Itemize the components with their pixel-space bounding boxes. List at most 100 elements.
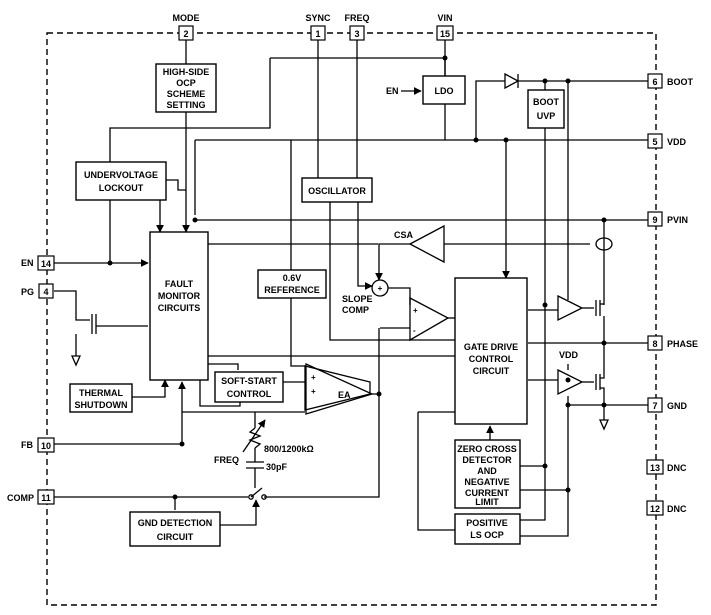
- block-fault-monitor: FAULT MONITOR CIRCUITS: [149, 231, 209, 381]
- pin-fb: FB 10: [21, 437, 55, 453]
- block-undervoltage-lockout: UNDERVOLTAGE LOCKOUT: [75, 161, 167, 201]
- pin-vin-label: VIN: [437, 13, 452, 23]
- pin-dnc-13: 13 DNC: [646, 459, 687, 475]
- block-zero-cross: ZERO CROSS DETECTOR AND NEGATIVE CURRENT…: [454, 439, 521, 509]
- block-ldo: LDO: [422, 75, 466, 105]
- slope-label-2: COMP: [342, 305, 369, 315]
- uvlo-line-1: UNDERVOLTAGE: [84, 170, 158, 180]
- gate-line-1: GATE DRIVE: [464, 342, 518, 352]
- ea-minus: -: [311, 407, 314, 416]
- pin-sync: SYNC 1: [305, 13, 331, 41]
- pin-vdd-label: VDD: [667, 137, 687, 147]
- fault-line-3: CIRCUITS: [158, 303, 201, 313]
- pin-fb-box: [37, 437, 55, 453]
- pin-dnc-12: 12 DNC: [646, 500, 687, 516]
- pin-boot-number: 6: [652, 77, 657, 87]
- pin-dnc12-label: DNC: [667, 504, 687, 514]
- csa-label: CSA: [394, 230, 414, 240]
- pin-pg-label: PG: [21, 287, 34, 297]
- gnddet-line-2: CIRCUIT: [157, 532, 194, 542]
- ref-line-1: 0.6V: [283, 273, 302, 283]
- pin-sync-label: SYNC: [305, 13, 331, 23]
- ldo-en-label: EN: [386, 86, 399, 96]
- pin-comp-label: COMP: [7, 493, 34, 503]
- lsocp-line-2: LS OCP: [470, 530, 504, 540]
- pin-vdd: 5 VDD: [647, 133, 687, 149]
- pin-boot: 6 BOOT: [647, 73, 694, 89]
- zcd-line-2: DETECTOR: [462, 455, 512, 465]
- junction-dots: [107, 55, 607, 500]
- block-oscillator: OSCILLATOR: [301, 177, 373, 203]
- pin-mode-number: 2: [183, 29, 188, 39]
- pin-vin-number: 15: [440, 29, 450, 39]
- zcd-line-1: ZERO CROSS: [457, 444, 517, 454]
- pin-freq-label: FREQ: [344, 13, 369, 23]
- block-reference: 0.6V REFERENCE: [257, 269, 327, 299]
- driver-vdd-label: VDD: [559, 350, 579, 360]
- thermal-line-1: THERMAL: [79, 388, 123, 398]
- block-gnd-detection: GND DETECTION CIRCUIT: [129, 511, 221, 547]
- ocp-line-4: SETTING: [166, 100, 205, 110]
- pin-dnc13-box: [646, 459, 664, 475]
- pin-phase-label: PHASE: [667, 339, 698, 349]
- pin-pg: PG 4: [21, 283, 54, 299]
- pin-freq: FREQ 3: [344, 13, 370, 41]
- resistor-value: 800/1200kΩ: [264, 444, 314, 454]
- block-ls-ocp: POSITIVE LS OCP: [454, 513, 521, 545]
- pin-gnd-label: GND: [667, 401, 688, 411]
- pin-gnd-number: 7: [652, 401, 657, 411]
- gate-line-3: CIRCUIT: [473, 366, 510, 376]
- pin-dnc12-number: 12: [650, 504, 660, 514]
- gnddet-line-1: GND DETECTION: [138, 518, 213, 528]
- pin-vdd-number: 5: [652, 137, 657, 147]
- block-thermal-shutdown: THERMAL SHUTDOWN: [69, 383, 133, 413]
- pin-en: EN 14: [21, 255, 55, 271]
- softstart-line-2: CONTROL: [227, 389, 272, 399]
- ocp-line-3: SCHEME: [167, 89, 206, 99]
- pin-comp-number: 11: [41, 493, 51, 503]
- pin-phase: 8 PHASE: [647, 335, 698, 351]
- pin-fb-number: 10: [41, 441, 51, 451]
- pin-pvin: 9 PVIN: [647, 211, 688, 227]
- ref-line-2: REFERENCE: [264, 285, 320, 295]
- softstart-line-1: SOFT-START: [221, 376, 277, 386]
- summer-plus: +: [378, 284, 383, 293]
- pin-en-number: 14: [41, 259, 51, 269]
- pin-freq-number: 3: [354, 29, 359, 39]
- zcd-line-4: NEGATIVE: [464, 477, 509, 487]
- pin-pvin-box: [647, 211, 663, 227]
- zcd-line-3: AND: [477, 466, 497, 476]
- pin-mode-label: MODE: [173, 13, 200, 23]
- pin-comp: COMP 11: [7, 489, 55, 505]
- zcd-line-6: LIMIT: [475, 497, 499, 507]
- fault-line-1: FAULT: [165, 279, 194, 289]
- pin-pvin-label: PVIN: [667, 215, 688, 225]
- ocp-line-2: OCP: [176, 78, 196, 88]
- pin-sync-number: 1: [315, 29, 320, 39]
- pin-dnc13-label: DNC: [667, 463, 687, 473]
- pin-dnc12-box: [646, 500, 664, 516]
- thermal-line-2: SHUTDOWN: [75, 400, 128, 410]
- pin-boot-label: BOOT: [667, 77, 694, 87]
- ea-plus-1: +: [311, 373, 316, 382]
- oscillator-label: OSCILLATOR: [308, 186, 366, 196]
- ocp-line-1: HIGH-SIDE: [163, 67, 210, 77]
- ea-plus-2: +: [311, 387, 316, 396]
- block-gate-drive: GATE DRIVE CONTROL CIRCUIT: [454, 277, 528, 425]
- pin-en-label: EN: [21, 258, 34, 268]
- wires: [54, 40, 648, 537]
- boot-uvp-line-2: UVP: [537, 111, 556, 121]
- pin-phase-number: 8: [652, 339, 657, 349]
- boot-uvp-line-1: BOOT: [533, 97, 560, 107]
- pin-dnc13-number: 13: [650, 463, 660, 473]
- pin-vin: VIN 15: [436, 13, 454, 41]
- pin-pg-number: 4: [43, 287, 48, 297]
- block-soft-start: SOFT-START CONTROL: [214, 371, 284, 403]
- slope-label-1: SLOPE: [342, 294, 373, 304]
- ea-label: EA: [338, 390, 351, 400]
- pin-gnd: 7 GND: [647, 397, 688, 413]
- capacitor-value: 30pF: [266, 462, 288, 472]
- freq-resistor-label: FREQ: [214, 455, 239, 465]
- uvlo-line-2: LOCKOUT: [99, 183, 144, 193]
